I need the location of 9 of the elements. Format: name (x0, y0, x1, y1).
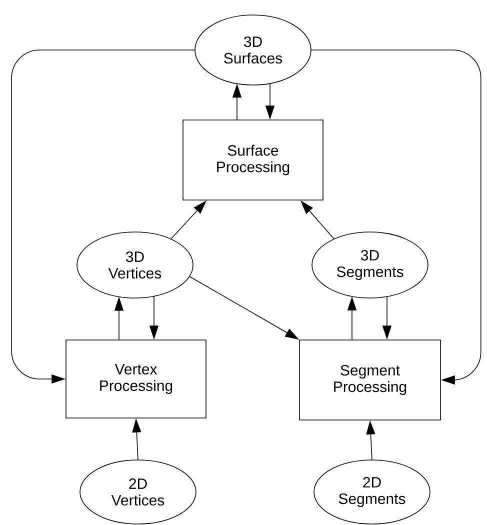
ellipse-node: 2D Vertices (80, 460, 196, 524)
process-box: Vertex Processing (66, 340, 206, 418)
ellipse-node: 2D Segments (314, 460, 430, 524)
process-box: Surface Processing (182, 120, 324, 200)
ellipse-node: 3D Vertices (76, 232, 194, 298)
ellipse-node: 3D Segments (312, 232, 428, 298)
ellipse-node: 3D Surfaces (194, 14, 312, 86)
arrow (311, 50, 482, 385)
process-box: Segment Processing (299, 340, 441, 420)
